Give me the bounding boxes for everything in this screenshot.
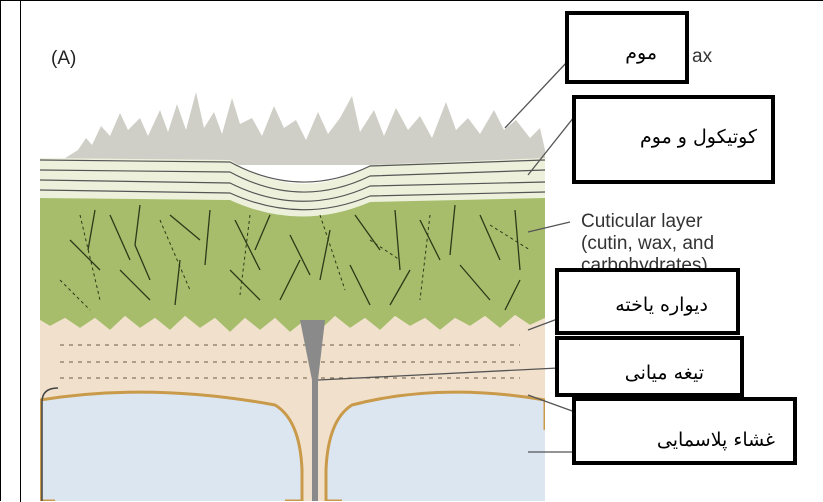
middle-lamella-label: تیغه میانی [625, 362, 704, 384]
wax-label: موم [625, 42, 657, 64]
cell-wall-label: دیواره یاخته [615, 294, 708, 316]
wax-label-fragment: ax [692, 47, 712, 67]
label-box-cell-wall: دیواره یاخته [555, 268, 740, 335]
cuticular-layer-label-line1: Cuticular layer [581, 212, 702, 232]
plasma-membrane-label: غشاء پلاسمایی [657, 429, 775, 451]
epicuticular-wax [62, 92, 545, 165]
label-box-wax: موم [565, 11, 689, 84]
label-box-plasma-membrane: غشاء پلاسمایی [572, 397, 797, 465]
label-box-middle-lamella: تیغه میانی [555, 336, 744, 397]
cuticular-layer [40, 198, 545, 332]
cuticular-layer-label-line2: (cutin, wax, and [581, 234, 714, 254]
label-box-cuticle-and-wax: کوتیکول و موم [572, 95, 775, 184]
cuticle-and-wax-label: کوتیکول و موم [640, 126, 757, 148]
panel-letter: (A) [51, 48, 76, 70]
